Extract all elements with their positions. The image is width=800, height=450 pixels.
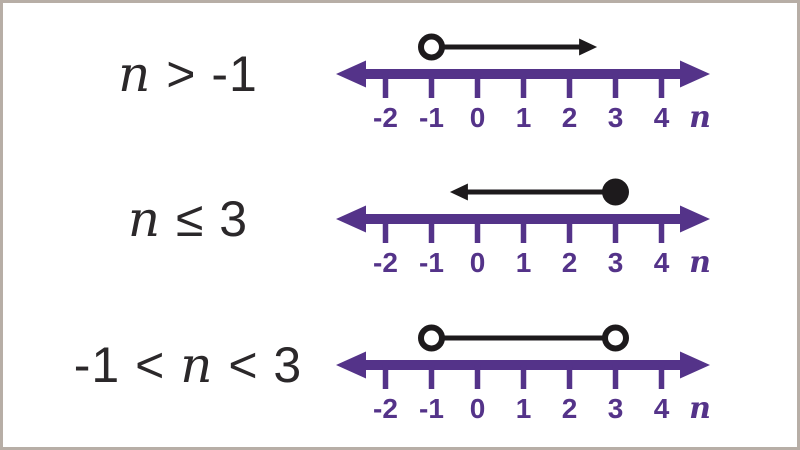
tick-label: 2 <box>562 102 578 133</box>
inequality-label-2: n ≤ 3 <box>33 192 343 246</box>
axis-variable-label: n <box>689 391 711 426</box>
tick-label: 0 <box>470 393 486 424</box>
axis-arrowhead-left <box>336 351 366 379</box>
inequality-label-1: n > -1 <box>33 47 343 101</box>
tick-label: -1 <box>419 393 444 424</box>
tick-label: 3 <box>608 247 624 278</box>
inequality-variable: n <box>127 190 162 248</box>
inequality-text-suf: ≤ 3 <box>161 191 249 247</box>
axis-variable-label: n <box>689 100 711 135</box>
axis-arrowhead-right <box>680 60 710 88</box>
inequality-variable: n <box>118 45 152 103</box>
axis-arrowhead-left <box>336 205 366 233</box>
axis-arrowhead-right <box>680 351 710 379</box>
tick-label: 1 <box>516 102 532 133</box>
tick-label: -1 <box>419 247 444 278</box>
interval-arrowhead <box>579 38 598 56</box>
inequality-text-pre: -1 < <box>73 337 181 393</box>
tick-label: 4 <box>654 247 670 278</box>
interval-arrowhead <box>449 183 468 201</box>
tick-label: 1 <box>516 247 532 278</box>
axis-arrowhead-left <box>336 60 366 88</box>
tick-label: 3 <box>608 393 624 424</box>
inequality-variable: n <box>180 336 214 394</box>
tick-label: -2 <box>373 247 398 278</box>
open-endpoint-circle <box>418 324 445 352</box>
tick-label: 1 <box>516 393 532 424</box>
closed-endpoint-circle <box>602 178 629 206</box>
axis-variable-label: n <box>689 245 711 280</box>
tick-label: 2 <box>562 393 578 424</box>
tick-label: 0 <box>470 102 486 133</box>
inequality-text-suf: > -1 <box>151 46 258 102</box>
tick-label: -1 <box>419 102 444 133</box>
tick-label: 4 <box>654 393 670 424</box>
tick-label: 0 <box>470 247 486 278</box>
inequality-text-suf: < 3 <box>213 337 303 393</box>
axis-arrowhead-right <box>680 205 710 233</box>
open-endpoint-circle <box>418 33 445 61</box>
open-endpoint-circle <box>602 324 629 352</box>
tick-label: -2 <box>373 393 398 424</box>
tick-label: 3 <box>608 102 624 133</box>
tick-label: 2 <box>562 247 578 278</box>
tick-label: 4 <box>654 102 670 133</box>
tick-label: -2 <box>373 102 398 133</box>
inequality-label-3: -1 < n < 3 <box>33 338 343 392</box>
